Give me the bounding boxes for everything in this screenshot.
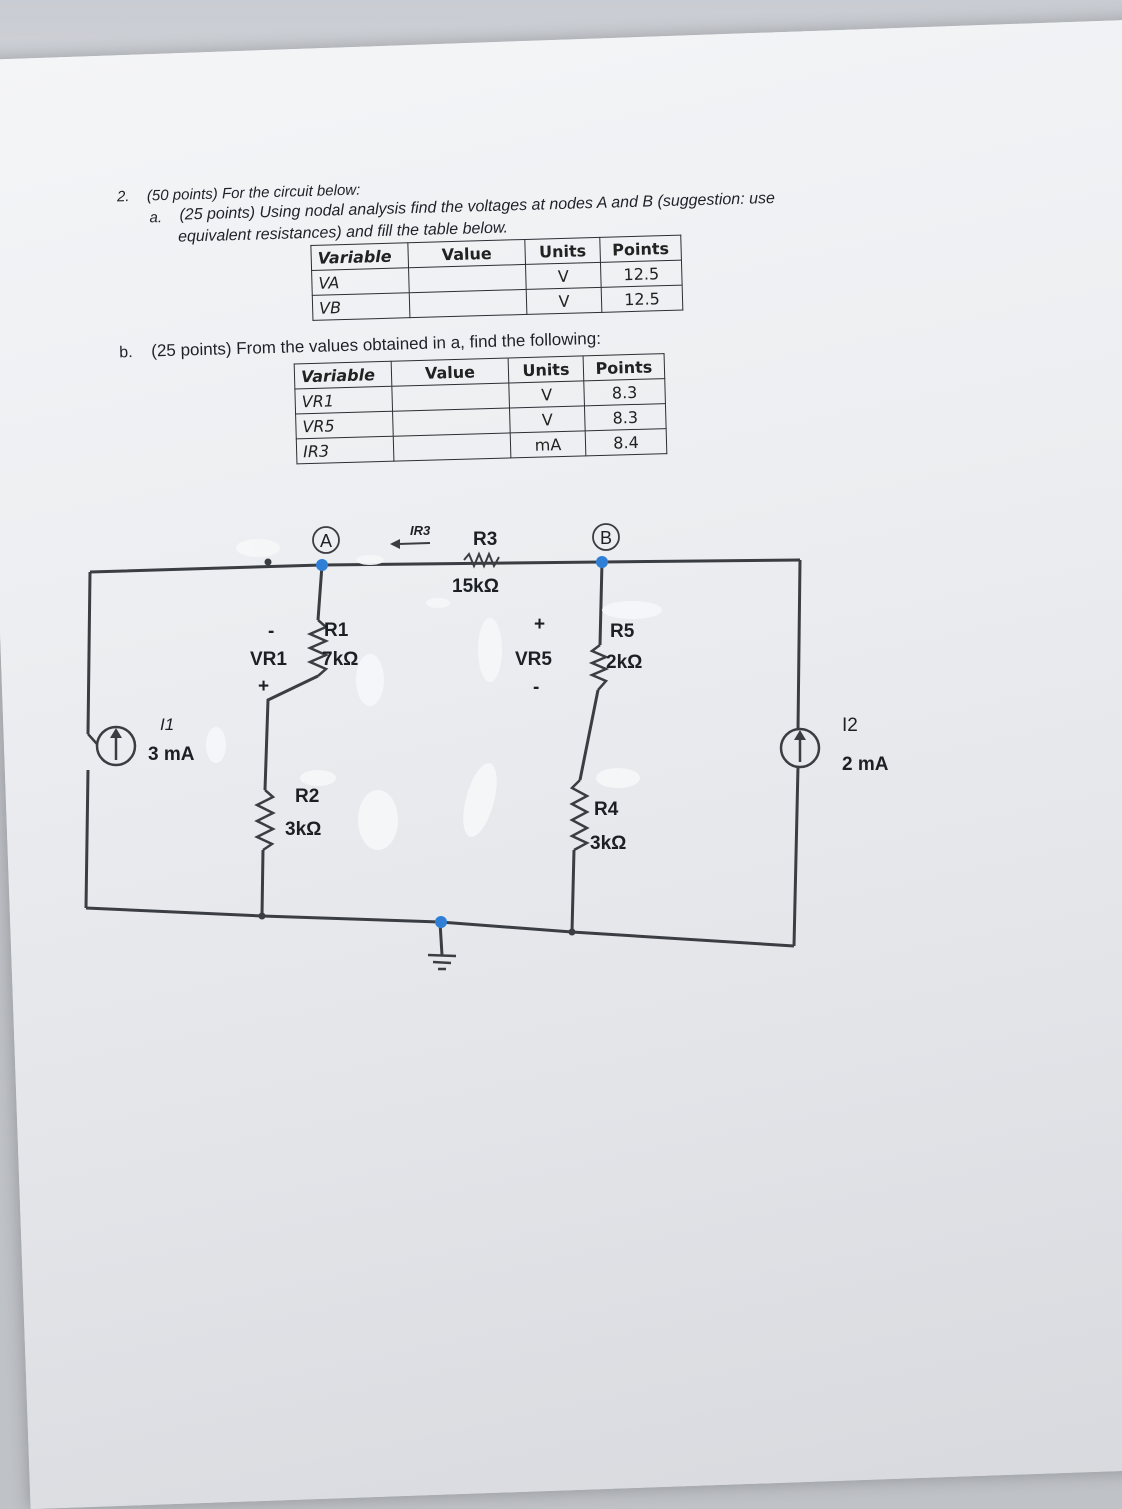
i2-arrow-head-icon	[794, 730, 806, 740]
r3-resistor	[463, 551, 500, 569]
r1-resistor	[306, 619, 330, 677]
left-wire-upper	[86, 571, 92, 735]
r1-value: 7kΩ	[322, 649, 358, 670]
node-b-dot	[596, 556, 608, 568]
ir3-arrow-head-icon	[390, 539, 400, 549]
i1-value: 3 mA	[148, 744, 195, 765]
vr1-label: VR1	[250, 649, 287, 670]
whiteout-marks	[206, 539, 662, 850]
junction-dot	[568, 928, 576, 936]
left-wire-lower	[84, 769, 90, 909]
r2-to-ground-wire	[260, 849, 265, 917]
vr5-label: VR5	[515, 649, 552, 670]
i1-arrow-head-icon	[110, 728, 122, 738]
r4-value: 3kΩ	[590, 833, 626, 854]
node-b-wire	[598, 561, 604, 646]
node-a-wire	[316, 564, 324, 621]
junction-dot	[258, 912, 266, 920]
ground-symbol	[427, 953, 457, 971]
current-source-i1	[95, 725, 137, 767]
ir3-arrow-shaft	[397, 542, 431, 545]
r2-resistor	[254, 789, 276, 852]
ir3-label: IR3	[410, 523, 431, 538]
r2-value: 3kΩ	[285, 819, 321, 840]
vr1-plus: +	[258, 676, 269, 697]
r4-to-bottom-wire	[570, 849, 576, 933]
r5-name: R5	[610, 621, 635, 642]
r4-name: R4	[594, 799, 619, 820]
r1-name: R1	[324, 620, 349, 641]
circuit-diagram: A B I1 3 mA I2 2 mA IR3 R3 15kΩ R1 7kΩ V…	[84, 523, 889, 971]
node-a-dot	[316, 559, 328, 571]
vr5-minus: -	[533, 677, 539, 698]
i2-value: 2 mA	[842, 754, 889, 775]
node-b-circle	[592, 523, 620, 551]
junction-dot	[264, 558, 272, 566]
top-wire	[89, 558, 801, 574]
vr5-plus: +	[534, 614, 545, 635]
vr1-minus: -	[268, 621, 274, 642]
r1-to-r2-wire	[263, 674, 319, 791]
r2-name: R2	[295, 786, 319, 807]
r5-value: 2kΩ	[606, 652, 642, 673]
i1-name: I1	[160, 715, 174, 734]
r5-resistor	[588, 644, 610, 691]
r3-value: 15kΩ	[452, 576, 499, 597]
r4-resistor	[569, 779, 590, 852]
ground-node-dot	[435, 916, 447, 928]
i1-lead	[87, 733, 98, 745]
r5-to-r4-wire	[578, 689, 600, 781]
right-wire-upper	[796, 559, 802, 731]
node-b-label: B	[600, 528, 612, 548]
node-a-label: A	[320, 531, 332, 551]
node-a-circle	[312, 526, 340, 554]
right-wire-lower	[792, 765, 800, 947]
current-source-i2	[779, 727, 821, 769]
r3-name: R3	[473, 529, 497, 550]
i2-name: I2	[842, 715, 858, 736]
